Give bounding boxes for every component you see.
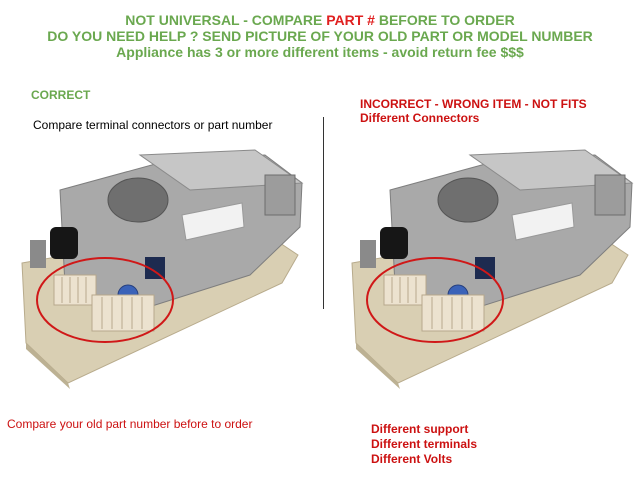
center-divider	[323, 117, 324, 309]
pcb-edge	[356, 343, 400, 389]
difference-terminals: Different terminals	[371, 437, 478, 451]
header-line-1: NOT UNIVERSAL - COMPARE PART # BEFORE TO…	[0, 12, 640, 28]
header-line-1-start: NOT UNIVERSAL - COMPARE	[125, 12, 327, 28]
different-connectors-label: Different Connectors	[360, 111, 480, 125]
heatsink-component	[145, 257, 165, 279]
header-part-number-highlight: PART #	[326, 12, 375, 28]
housing-top	[138, 149, 304, 191]
connector-pins	[61, 277, 143, 329]
terminal-connector-left	[53, 274, 97, 306]
housing-top	[468, 149, 634, 191]
header-line-3: Appliance has 3 or more different items …	[116, 44, 524, 60]
incorrect-label: INCORRECT - WRONG ITEM - NOT FITS	[360, 97, 587, 111]
compare-old-part-note: Compare your old part number before to o…	[7, 417, 253, 431]
housing-label-sticker	[511, 202, 575, 241]
header-line-2: DO YOU NEED HELP ? SEND PICTURE OF YOUR …	[47, 28, 593, 44]
terminal-connector-right	[91, 294, 155, 332]
heatsink-component	[475, 257, 495, 279]
housing-hole	[107, 177, 169, 223]
relay-component	[50, 227, 78, 259]
housing-label-sticker	[181, 202, 245, 241]
header: NOT UNIVERSAL - COMPARE PART # BEFORE TO…	[0, 12, 640, 60]
left-control-board-image	[21, 149, 304, 389]
difference-volts: Different Volts	[371, 452, 453, 466]
connector-pins	[391, 277, 473, 329]
side-connector	[360, 240, 376, 268]
terminal-connector-left	[383, 274, 427, 306]
header-line-1-end: BEFORE TO ORDER	[374, 12, 515, 28]
highlight-circle	[36, 257, 174, 343]
housing-bracket	[594, 174, 626, 216]
compare-caption: Compare terminal connectors or part numb…	[33, 118, 273, 132]
relay-component	[380, 227, 408, 259]
pcb-edge	[26, 343, 70, 389]
difference-support: Different support	[371, 422, 469, 436]
highlight-circle	[366, 257, 504, 343]
correct-label: CORRECT	[31, 88, 91, 102]
side-connector	[30, 240, 46, 268]
right-control-board-image	[351, 149, 634, 389]
terminal-connector-right	[421, 294, 485, 332]
housing-bracket	[264, 174, 296, 216]
housing-hole	[437, 177, 499, 223]
